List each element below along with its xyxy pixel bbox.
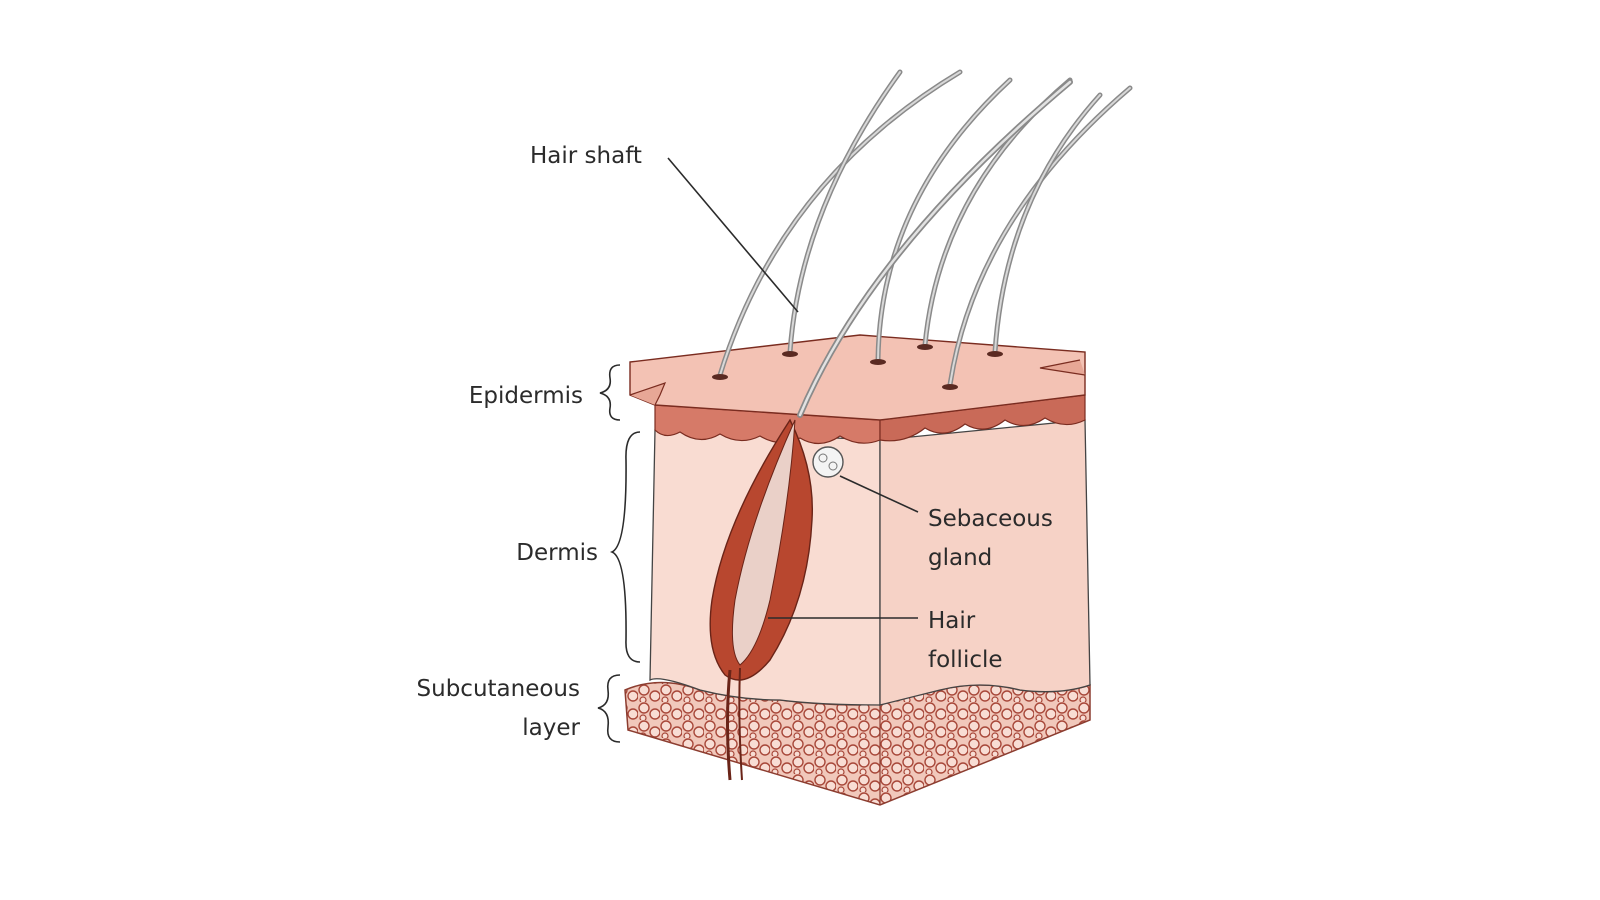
label-epidermis: Epidermis xyxy=(468,383,583,409)
label-dermis: Dermis xyxy=(516,540,598,566)
hair-pores xyxy=(712,344,1003,390)
label-sebaceous-line1: Sebaceous xyxy=(928,506,1053,532)
leader-lines xyxy=(667,157,919,619)
label-follicle-line1: Hair xyxy=(928,608,976,634)
layer-braces xyxy=(597,364,641,743)
epidermis-top xyxy=(629,334,1086,421)
label-sebaceous-line2: gland xyxy=(928,545,993,571)
label-subcutaneous-line1: Subcutaneous xyxy=(416,676,580,702)
label-follicle-line2: follicle xyxy=(928,647,1003,673)
hair-follicle xyxy=(709,418,814,781)
dermis-layer xyxy=(649,419,1091,706)
label-subcutaneous-line2: layer xyxy=(522,715,580,741)
epidermis-band xyxy=(654,394,1086,445)
hair-strands xyxy=(717,69,1133,418)
label-hair-shaft: Hair shaft xyxy=(530,143,642,169)
sebaceous-gland xyxy=(812,446,844,478)
